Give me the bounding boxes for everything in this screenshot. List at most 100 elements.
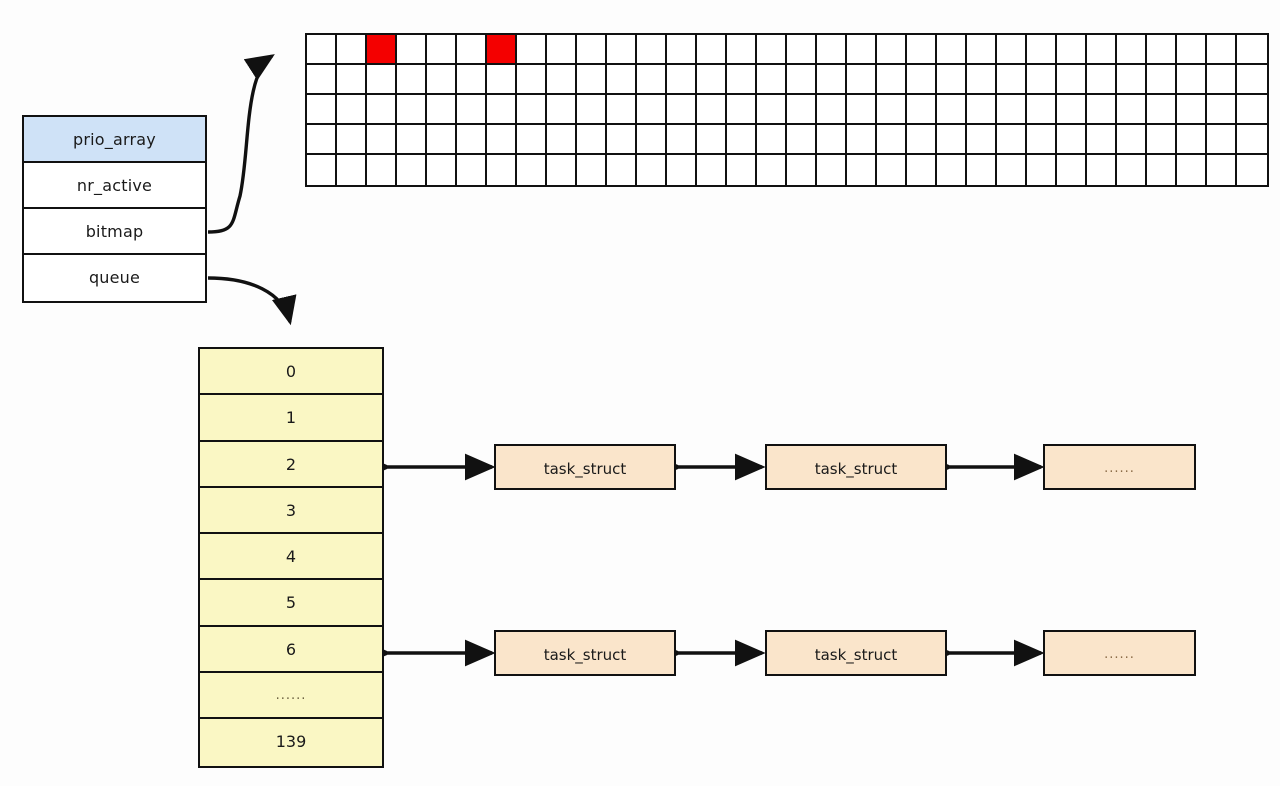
bitmap-cell <box>997 155 1027 185</box>
curved-arrow-bitmap-to-grid <box>207 54 275 234</box>
bitmap-cell <box>517 95 547 125</box>
bitmap-cell <box>457 125 487 155</box>
bitmap-cell <box>847 125 877 155</box>
queue-slot: 1 <box>200 395 382 442</box>
bitmap-cell <box>817 95 847 125</box>
bitmap-cell <box>1087 35 1117 65</box>
struct-row-bitmap: bitmap <box>24 209 205 255</box>
bitmap-cell <box>517 65 547 95</box>
bitmap-cell <box>547 65 577 95</box>
bitmap-cell <box>397 95 427 125</box>
bitmap-cell <box>787 95 817 125</box>
bitmap-cell <box>1147 35 1177 65</box>
bitmap-cell <box>1147 95 1177 125</box>
bitmap-cell <box>487 95 517 125</box>
queue-slot: 0 <box>200 349 382 396</box>
bitmap-cell <box>817 65 847 95</box>
bitmap-grid <box>305 33 1269 187</box>
bitmap-cell <box>757 155 787 185</box>
bitmap-cell <box>937 35 967 65</box>
bitmap-cell <box>637 155 667 185</box>
bitmap-cell <box>487 65 517 95</box>
bitmap-cell <box>907 155 937 185</box>
bitmap-cell <box>547 35 577 65</box>
bitmap-cell <box>967 155 997 185</box>
bitmap-cell <box>607 65 637 95</box>
bitmap-cell <box>637 125 667 155</box>
bitmap-cell <box>547 95 577 125</box>
bitmap-cell <box>667 155 697 185</box>
bitmap-cell <box>577 155 607 185</box>
bitmap-cell <box>1177 155 1207 185</box>
bitmap-cell <box>577 35 607 65</box>
bitmap-cell <box>1117 35 1147 65</box>
bitmap-cell <box>997 35 1027 65</box>
bitmap-cell <box>967 95 997 125</box>
bitmap-row <box>307 95 1267 125</box>
queue-slot: 3 <box>200 487 382 535</box>
queue-slot: ...... <box>200 673 382 720</box>
bitmap-cell <box>877 125 907 155</box>
queue-slot: 2 <box>200 441 382 488</box>
bitmap-cell <box>1147 125 1177 155</box>
task-struct-node: task_struct <box>494 444 676 490</box>
queue-slot: 6 <box>200 626 382 674</box>
bitmap-cell <box>1117 125 1147 155</box>
bitmap-cell <box>1087 65 1117 95</box>
bitmap-cell <box>547 155 577 185</box>
bitmap-cell <box>607 155 637 185</box>
bitmap-cell <box>907 125 937 155</box>
bitmap-cell <box>877 65 907 95</box>
queue-slot: 4 <box>200 534 382 581</box>
bitmap-cell <box>577 95 607 125</box>
bitmap-cell <box>607 35 637 65</box>
bitmap-cell <box>1207 35 1237 65</box>
curved-arrow-queue-to-array <box>207 276 297 326</box>
bitmap-cell <box>1027 155 1057 185</box>
bitmap-cell <box>337 95 367 125</box>
bitmap-cell <box>577 65 607 95</box>
bitmap-cell <box>1237 95 1267 125</box>
bitmap-cell <box>667 95 697 125</box>
bitmap-cell <box>637 35 667 65</box>
bitmap-cell <box>1177 125 1207 155</box>
bitmap-cell <box>1027 95 1057 125</box>
bitmap-cell <box>937 125 967 155</box>
bitmap-row <box>307 155 1267 185</box>
task-struct-node: task_struct <box>765 630 947 676</box>
bitmap-cell <box>697 65 727 95</box>
bitmap-cell <box>967 35 997 65</box>
bitmap-cell <box>337 125 367 155</box>
bitmap-cell <box>307 125 337 155</box>
bitmap-cell <box>967 125 997 155</box>
bitmap-cell <box>487 125 517 155</box>
bitmap-cell <box>787 35 817 65</box>
bitmap-cell <box>667 125 697 155</box>
bitmap-cell <box>367 95 397 125</box>
bitmap-cell <box>907 95 937 125</box>
bitmap-cell-set <box>367 35 397 65</box>
bitmap-cell <box>1087 155 1117 185</box>
bitmap-cell <box>997 65 1027 95</box>
bitmap-cell <box>307 65 337 95</box>
bitmap-cell <box>1057 125 1087 155</box>
bitmap-cell <box>337 35 367 65</box>
bitmap-cell <box>487 155 517 185</box>
task-struct-node: task_struct <box>494 630 676 676</box>
bitmap-cell <box>877 155 907 185</box>
bitmap-cell <box>307 155 337 185</box>
bitmap-cell <box>427 155 457 185</box>
bitmap-cell <box>727 155 757 185</box>
bitmap-cell-set <box>487 35 517 65</box>
bitmap-cell <box>757 125 787 155</box>
queue-slot: 139 <box>200 719 382 766</box>
bitmap-cell <box>1027 125 1057 155</box>
bitmap-cell <box>1057 65 1087 95</box>
bitmap-cell <box>1237 125 1267 155</box>
bitmap-cell <box>667 65 697 95</box>
bitmap-cell <box>727 125 757 155</box>
bitmap-cell <box>1237 35 1267 65</box>
bitmap-cell <box>787 65 817 95</box>
bitmap-cell <box>997 125 1027 155</box>
